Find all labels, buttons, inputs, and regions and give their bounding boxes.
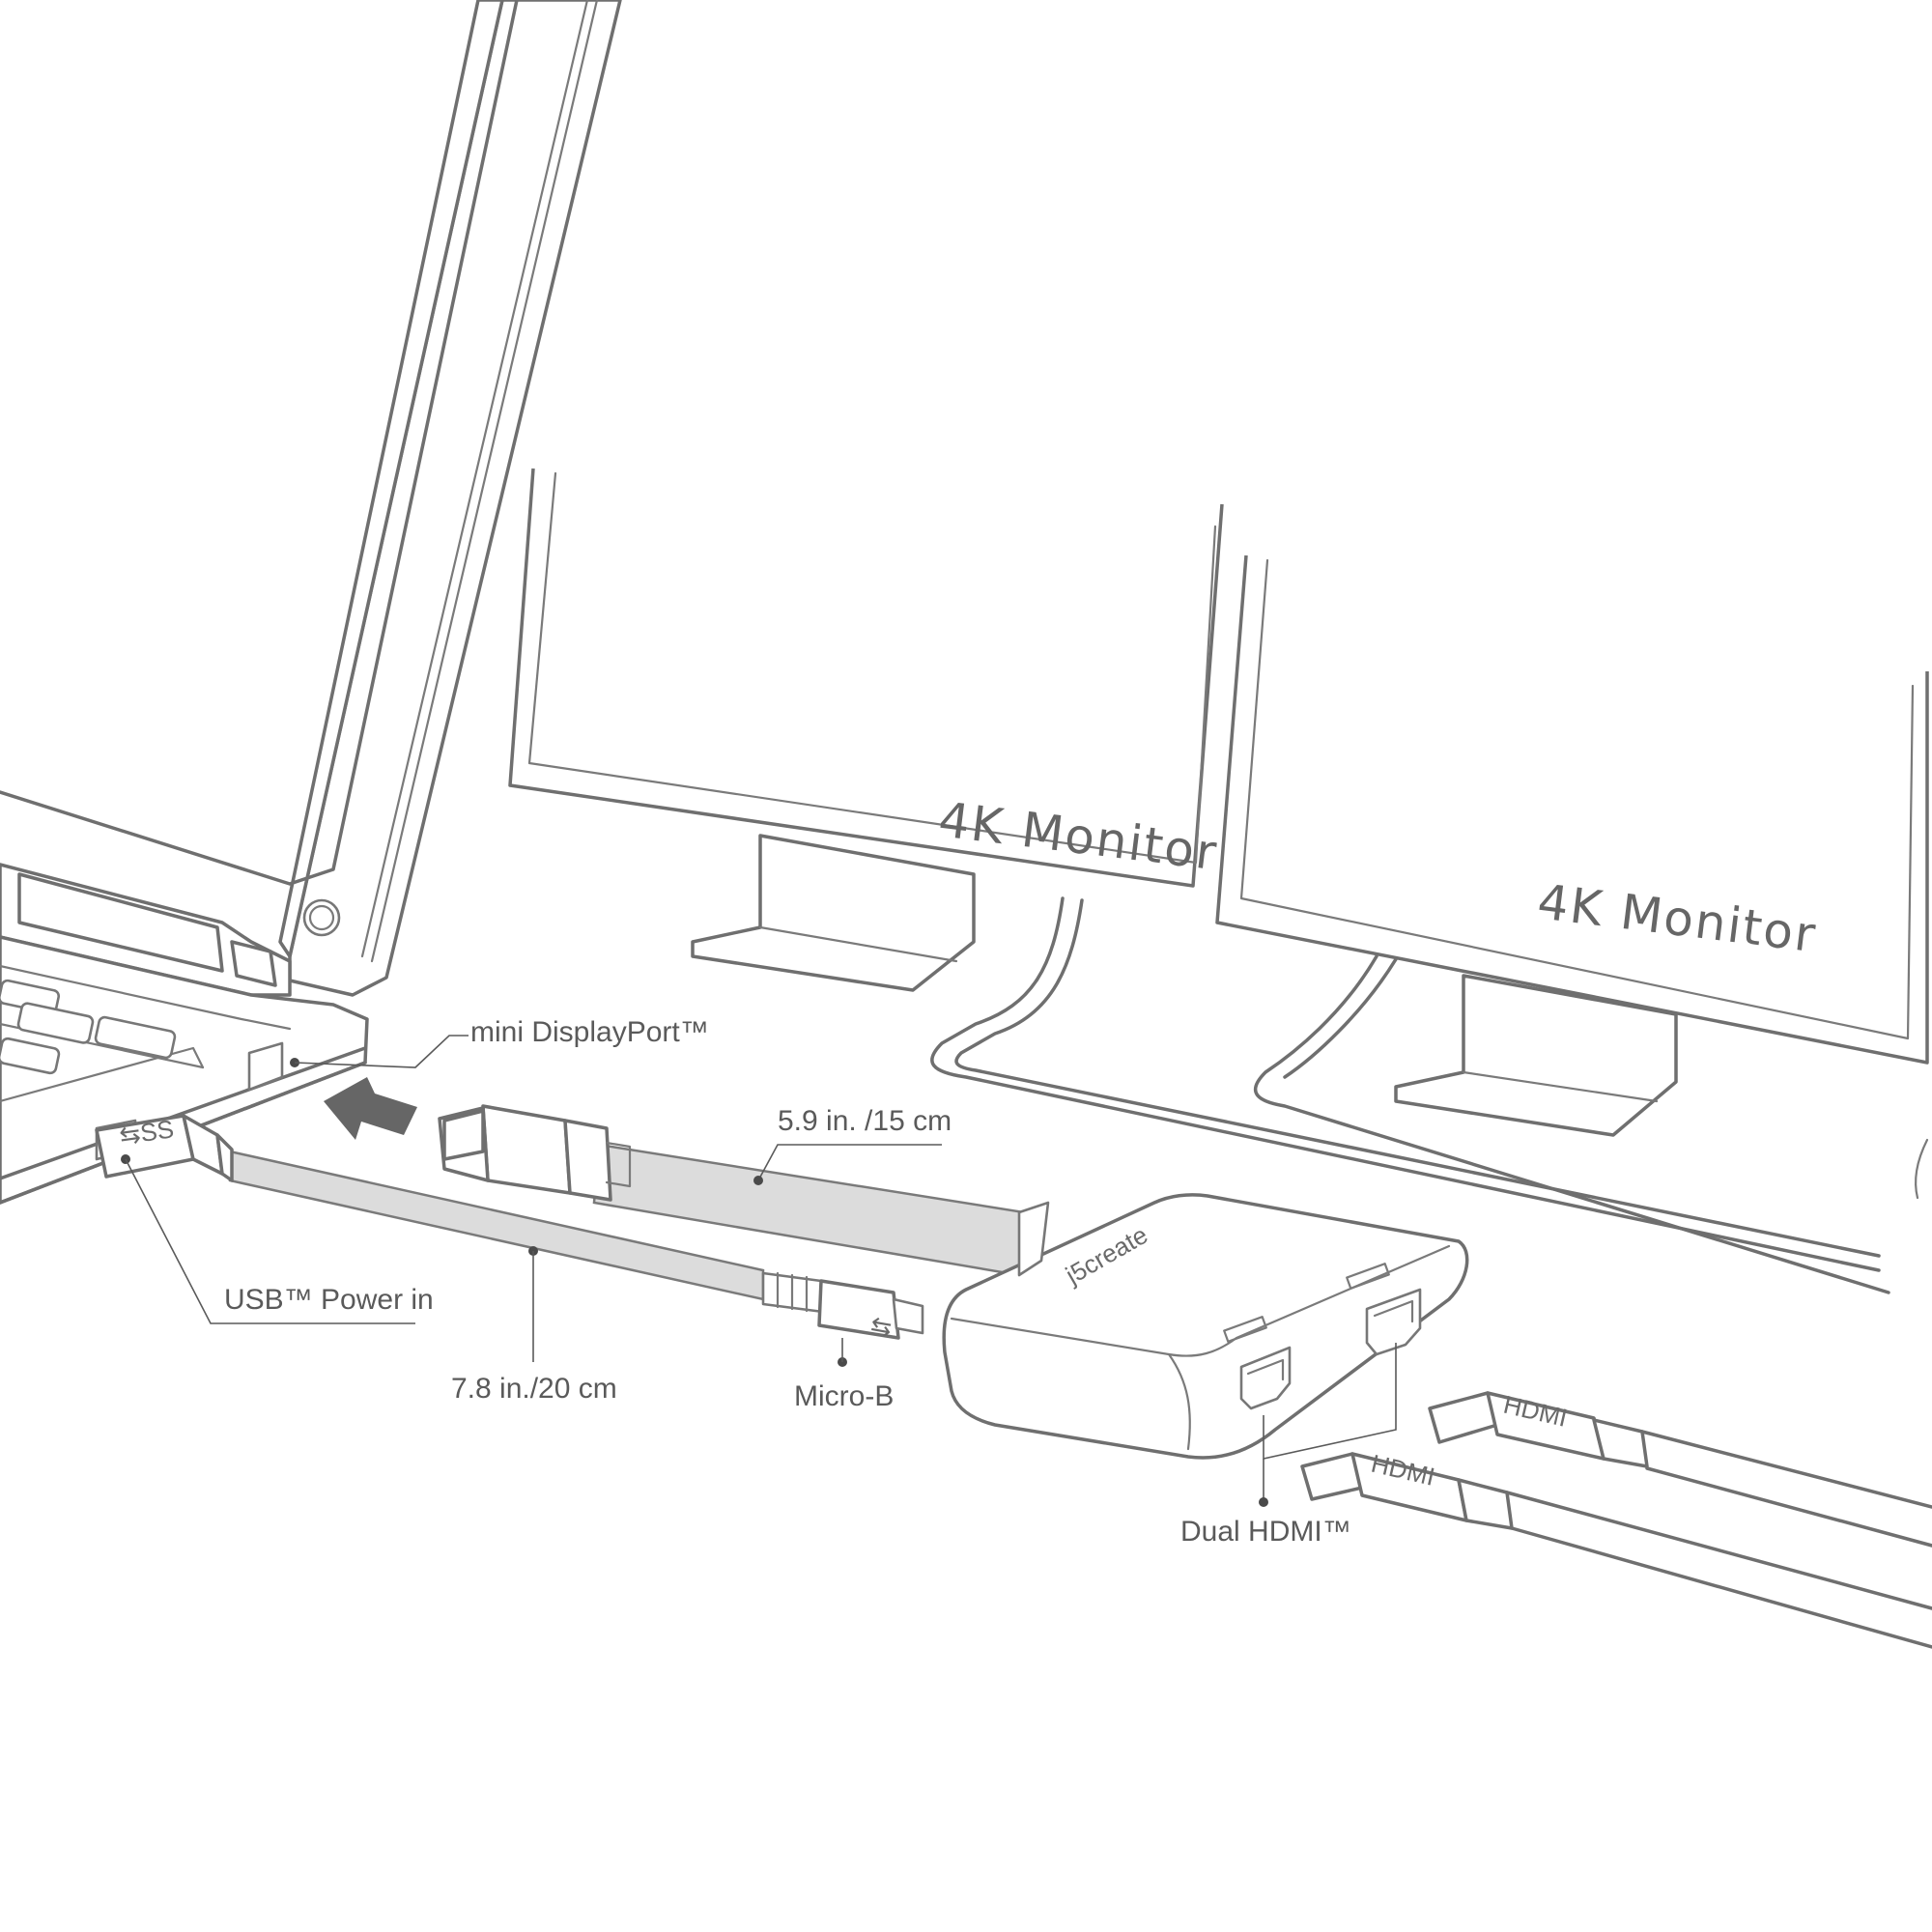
label-dual-hdmi: Dual HDMI™ (1180, 1516, 1351, 1548)
monitor-cables (930, 896, 1929, 1294)
laptop-keys (0, 979, 177, 1075)
monitor-left: 4K Monitor (508, 468, 1224, 992)
minidp-plug (442, 1109, 485, 1161)
label-cable-long: 7.8 in./20 cm (451, 1373, 617, 1405)
monitor-right: 4K Monitor (1215, 554, 1929, 1137)
label-cable-short: 5.9 in. /15 cm (778, 1105, 952, 1137)
laptop-base (0, 935, 369, 1205)
adapter-body (942, 1193, 1469, 1460)
adapter-hdmi-port-2 (1365, 1288, 1422, 1356)
hdmi-cable-1-plug (1428, 1391, 1499, 1444)
monitor-left-screen (508, 468, 1224, 888)
monitor-left-stand (691, 834, 976, 992)
minidp-connector-housing (481, 1104, 572, 1195)
insert-arrow (324, 1077, 417, 1140)
hdmi-adapter: j5create (942, 1193, 1469, 1460)
monitor-right-stand (1394, 974, 1678, 1137)
label-usb-power: USB™ Power in (224, 1284, 434, 1316)
micro-b-connector: ⇆ (761, 1271, 924, 1343)
laptop (0, 0, 622, 1205)
callout-leaders (121, 1035, 1397, 1507)
label-micro-b: Micro-B (794, 1380, 894, 1412)
minidp-cable (438, 1104, 1026, 1277)
svg-text:⇆: ⇆ (868, 1310, 895, 1342)
laptop-minidp-port (247, 1041, 284, 1092)
monitor-right-screen (1215, 554, 1929, 1065)
hdmi-cables: HDMI HDMI (1300, 1390, 1932, 1649)
label-mini-displayport: mini DisplayPort™ (470, 1016, 709, 1048)
usb-cable: ⇆SS ⇆ (95, 1114, 924, 1343)
